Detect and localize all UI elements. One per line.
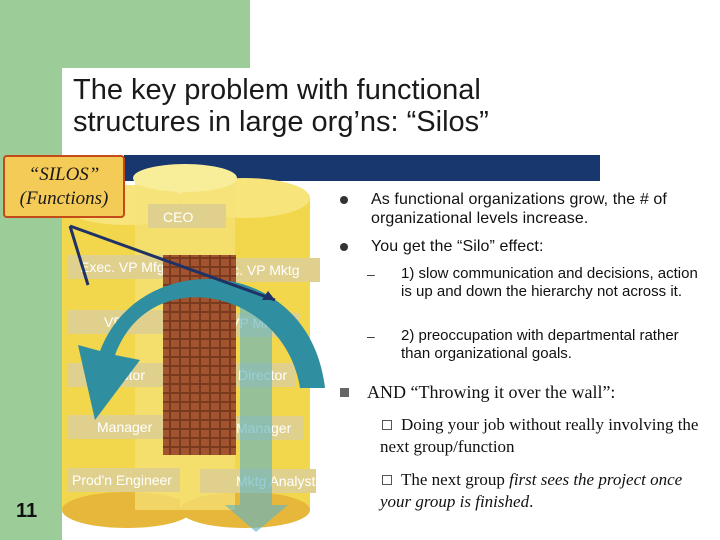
pointer-line-1 bbox=[68, 225, 90, 286]
throw-over-wall-arrow bbox=[78, 279, 325, 420]
org-left-1: Exec. VP Mfg. bbox=[80, 259, 168, 275]
down-arrow bbox=[225, 295, 288, 532]
green-accent-left bbox=[0, 68, 62, 540]
silos-label: “SILOS” (Functions) bbox=[3, 155, 125, 218]
sub-bullet-1: 1) slow communication and decisions, act… bbox=[401, 265, 698, 300]
bullet-square-3 bbox=[340, 388, 349, 397]
silos-label-line-2: (Functions) bbox=[19, 188, 109, 209]
org-left-5: Prod'n Engineer bbox=[72, 472, 172, 488]
sub-bullet-4-italic: first sees the project once your group i… bbox=[380, 470, 683, 511]
title-line-1: The key problem with functional bbox=[73, 74, 481, 106]
slide-number: 11 bbox=[16, 500, 38, 522]
checkbox-icon bbox=[382, 420, 392, 430]
sub-bullet-4: The next group first sees the project on… bbox=[380, 469, 700, 513]
dash-2: – bbox=[367, 328, 375, 344]
sub-bullet-4-text: The next group bbox=[401, 470, 510, 489]
bullet-2: You get the “Silo” effect: bbox=[371, 238, 544, 255]
org-left-4: Manager bbox=[97, 419, 153, 435]
sub-bullet-3: Doing your job without really involving … bbox=[380, 414, 700, 458]
silos-label-line-1: “SILOS” bbox=[28, 164, 100, 185]
checkbox-icon bbox=[382, 475, 392, 485]
pointer-line-2 bbox=[69, 224, 276, 302]
slide-title: The key problem with functional structur… bbox=[73, 74, 673, 138]
green-accent-top bbox=[0, 0, 250, 68]
bullet-dot-1 bbox=[340, 196, 348, 204]
bullet-3: AND “Throwing it over the wall”: bbox=[367, 382, 616, 402]
sub-bullet-2: 2) preoccupation with departmental rathe… bbox=[401, 327, 679, 362]
bullet-dot-2 bbox=[340, 243, 348, 251]
pointer-arrowhead bbox=[262, 291, 275, 300]
title-line-2: structures in large org’ns: “Silos” bbox=[73, 106, 489, 138]
bullet-1: As functional organizations grow, the # … bbox=[371, 191, 667, 227]
svg-text:CEO: CEO bbox=[163, 209, 193, 225]
dash-1: – bbox=[367, 266, 375, 282]
sub-bullet-3-text: Doing your job without really involving … bbox=[380, 415, 699, 456]
sub-bullet-4-end: . bbox=[529, 492, 534, 511]
org-ceo-box: CEO bbox=[148, 204, 226, 228]
silo-diagram: CEO Exec. VP Mfg. VP Director Manager Pr… bbox=[62, 164, 325, 532]
